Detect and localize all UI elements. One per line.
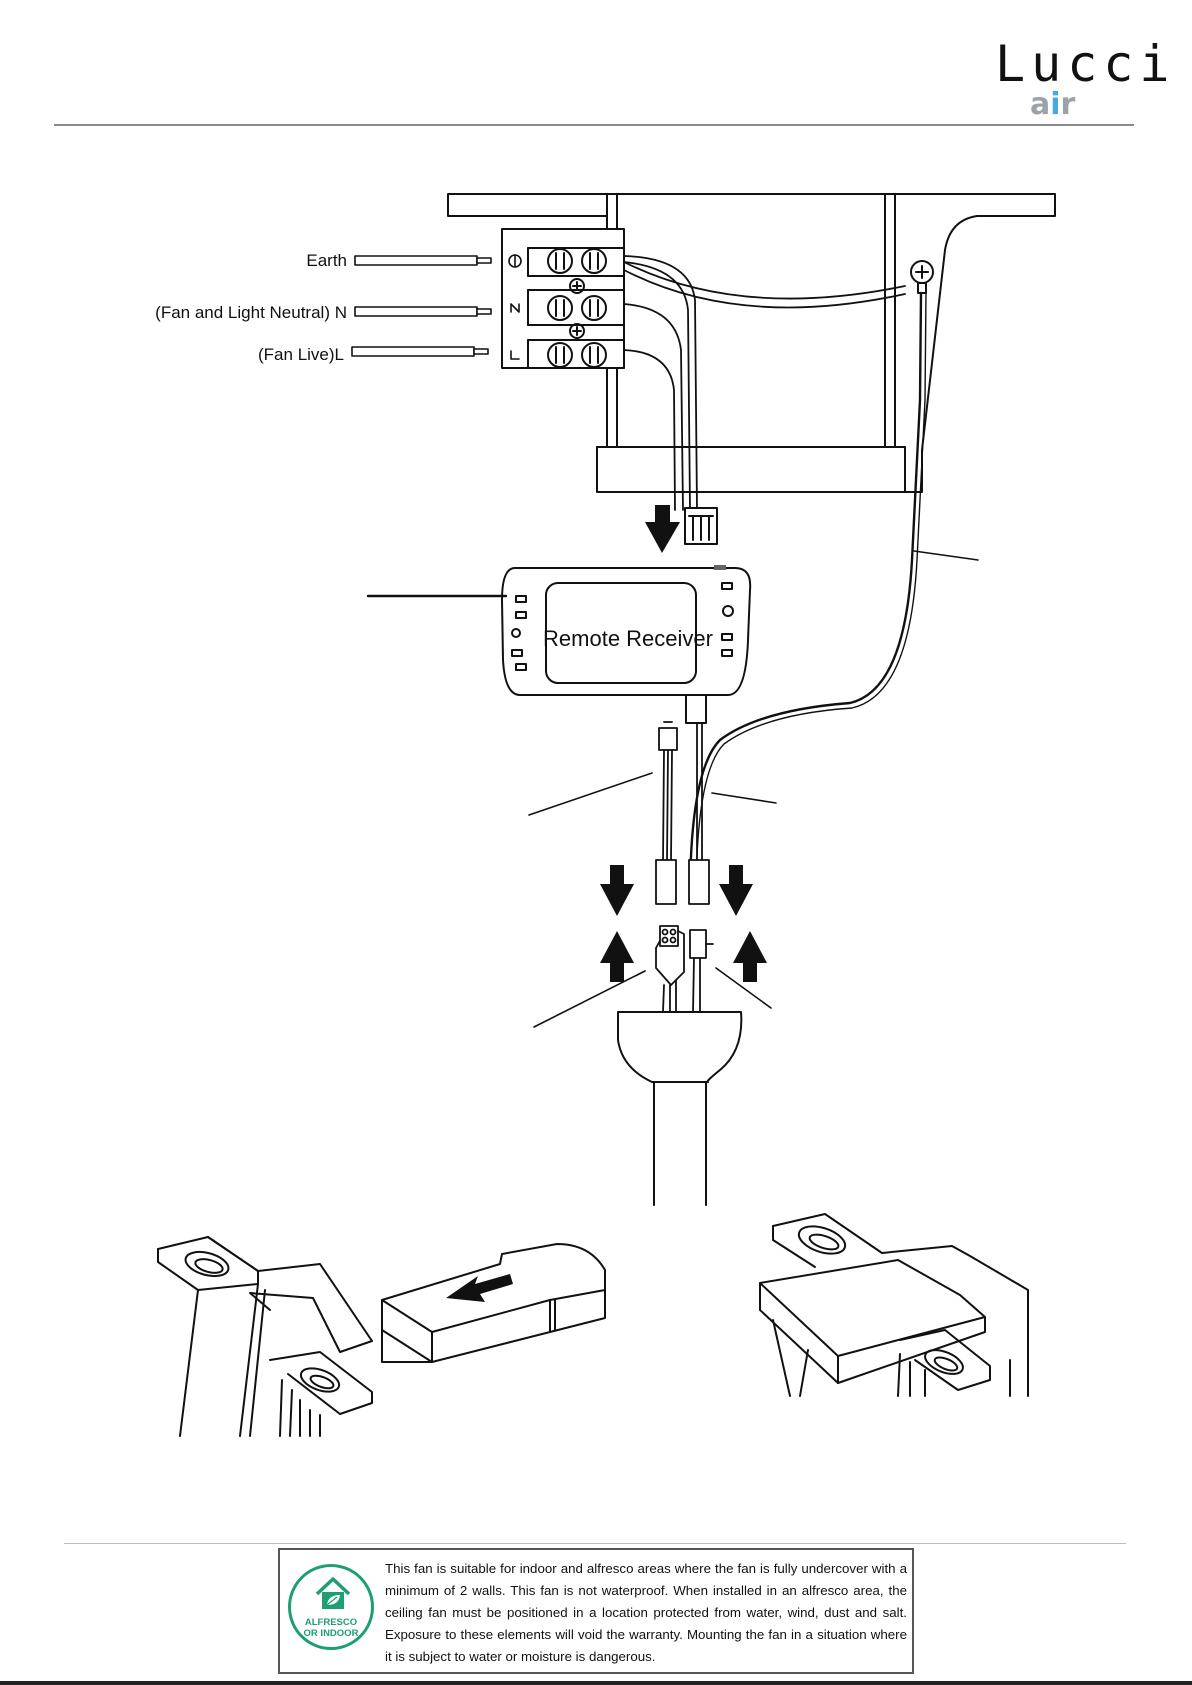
leader-line-left	[528, 772, 653, 816]
neutral-label: (Fan and Light Neutral) N	[155, 303, 347, 322]
mounting-bracket-left	[157, 1236, 373, 1437]
leader-line-lower-left	[533, 970, 646, 1028]
badge-line-1: ALFRESCO	[304, 1617, 358, 1628]
alfresco-notice: ALFRESCO OR INDOOR This fan is suitable …	[278, 1548, 914, 1674]
house-leaf-icon	[315, 1577, 351, 1609]
earth-wire-inner	[695, 292, 927, 901]
motor-connectors	[655, 925, 714, 1013]
leader-line-earth	[913, 550, 979, 561]
slide-arrow-icon	[446, 1274, 513, 1302]
supply-wires	[351, 255, 492, 357]
leader-line-right	[711, 792, 777, 804]
arrow-down-right-icon	[719, 865, 753, 916]
brand-logo-air: air	[1030, 87, 1076, 122]
alfresco-badge-text: ALFRESCO OR INDOOR	[291, 1617, 371, 1639]
downrod	[617, 1011, 743, 1206]
earth-screw	[910, 260, 934, 294]
brand-logo: Lucci air	[995, 36, 1170, 126]
wiring-diagram: Earth (Fan and Light Neutral) N (Fan Liv…	[155, 193, 1056, 1437]
alfresco-badge: ALFRESCO OR INDOOR	[288, 1564, 374, 1650]
leader-line-lower-right	[715, 967, 772, 1009]
terminal-block	[501, 228, 625, 369]
arrow-up-right-icon	[733, 931, 767, 982]
remote-receiver	[501, 565, 752, 724]
connector-plug	[684, 507, 718, 545]
arrow-down-left-icon	[600, 865, 634, 916]
badge-line-2: OR INDOOR	[303, 1628, 359, 1639]
receiver-slide-illustration	[381, 1243, 606, 1363]
terminal-screws	[547, 248, 607, 368]
brand-logo-lucci: Lucci	[995, 35, 1176, 93]
mounting-bracket-right	[759, 1213, 1029, 1397]
earth-label: Earth	[306, 251, 347, 270]
arrow-icon	[645, 505, 680, 553]
page-bottom-border	[0, 1681, 1192, 1685]
alfresco-notice-text: This fan is suitable for indoor and alfr…	[385, 1561, 907, 1664]
internal-wires	[623, 255, 906, 511]
receiver-output-wires	[655, 721, 710, 905]
arrow-up-left-icon	[600, 931, 634, 982]
footer-divider	[64, 1543, 1126, 1544]
remote-receiver-label: Remote Receiver	[543, 626, 713, 651]
terminal-markers	[508, 254, 522, 360]
header-divider	[54, 124, 1134, 126]
live-label: (Fan Live)L	[258, 345, 344, 364]
